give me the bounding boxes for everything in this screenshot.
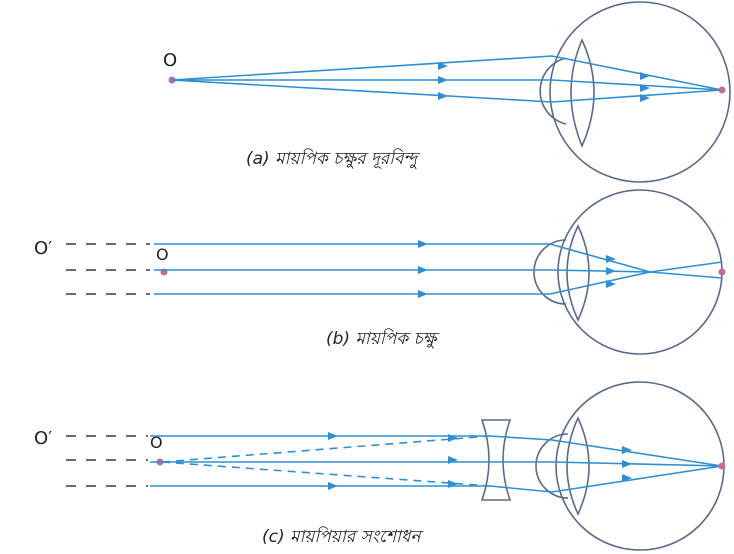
panel-a-arrow bbox=[438, 92, 448, 100]
panel-c-arrow bbox=[328, 482, 338, 490]
panel-c-arrow bbox=[448, 480, 458, 488]
panel-c-retina-point bbox=[718, 462, 726, 470]
panel-a-lens bbox=[570, 38, 595, 149]
panel-a-object-label: O bbox=[163, 50, 177, 71]
panel-b-ray-top bbox=[154, 243, 723, 279]
panel-b-arrow bbox=[418, 290, 428, 298]
panel-c-caption: (c) মায়পিয়ার সংশোধন bbox=[262, 526, 424, 547]
panel-a-retina-point bbox=[718, 86, 726, 94]
panel-b-caption: (b) মায়পিক চক্ষু bbox=[326, 328, 440, 350]
panel-a-cornea bbox=[539, 57, 567, 125]
panel-a-arrow bbox=[640, 84, 650, 92]
panel-b-lens bbox=[566, 224, 590, 322]
panel-b-far-label: O′ bbox=[34, 238, 52, 259]
panel-c-virtual-ray-bottom bbox=[161, 461, 491, 487]
panel-a-arrow bbox=[640, 94, 650, 102]
panel-b-object-label: O bbox=[156, 245, 169, 264]
panel-c-arrow bbox=[622, 446, 632, 454]
panel-c-far-label: O′ bbox=[34, 428, 52, 449]
panel-c-ray-bottom bbox=[150, 465, 723, 493]
panel-b-arrow bbox=[606, 280, 616, 288]
panel-a-ray-top bbox=[171, 55, 723, 91]
panel-a-arrow bbox=[438, 76, 448, 84]
panel-c-concave-lens bbox=[480, 419, 512, 501]
panel-c-arrow bbox=[448, 456, 458, 464]
panel-b-cornea bbox=[533, 239, 567, 305]
panel-b-arrow bbox=[418, 266, 428, 274]
panel-c-arrow bbox=[622, 474, 632, 482]
panel-a-ray-mid bbox=[172, 79, 723, 91]
panel-b-arrow bbox=[418, 240, 428, 248]
panel-c: O′ O (c) মায়পিয়ার সংশোধন bbox=[34, 381, 726, 551]
panel-a-ray-bottom bbox=[171, 79, 723, 103]
panel-a-eyeball bbox=[549, 1, 731, 183]
panel-b-arrow bbox=[606, 255, 616, 263]
panel-c-cornea bbox=[535, 433, 569, 499]
panel-a-arrow bbox=[438, 62, 448, 70]
panel-a-arrow bbox=[640, 72, 650, 80]
panel-c-lens bbox=[566, 416, 590, 516]
panel-b-ray-bottom bbox=[154, 261, 723, 295]
panel-c-arrow bbox=[328, 432, 338, 440]
panel-a-caption: (a) মায়পিক চক্ষুর দূরবিন্দু bbox=[246, 148, 420, 170]
panel-b-ray-mid bbox=[154, 269, 651, 273]
panel-b: O′ O (b) মায়পিক চক্ষু bbox=[34, 189, 726, 355]
panel-a: O (a) মায়পিক চক্ষুর দূরবিন্দু bbox=[163, 1, 731, 183]
panel-b-arrow bbox=[606, 267, 616, 275]
panel-c-ray-mid bbox=[150, 461, 723, 467]
panel-c-virtual-ray-top bbox=[161, 435, 491, 463]
panel-c-ray-top bbox=[150, 435, 723, 467]
panel-c-object-label: O bbox=[150, 433, 163, 452]
panel-c-arrow bbox=[448, 434, 458, 442]
panel-c-arrow bbox=[622, 460, 632, 468]
panel-b-retina-point bbox=[718, 268, 726, 276]
